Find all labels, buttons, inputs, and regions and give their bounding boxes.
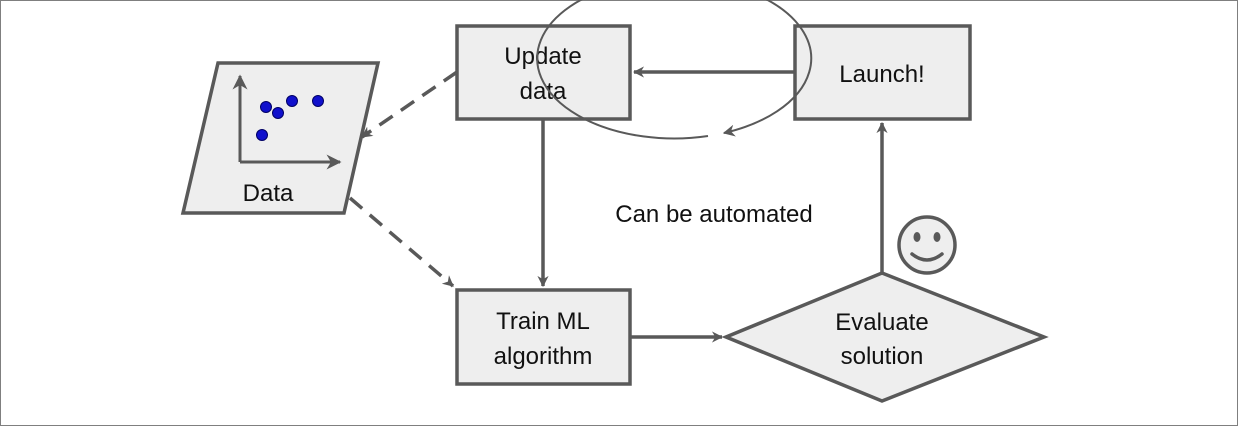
update-data-label-line1: Update xyxy=(504,43,581,70)
data-node: Data xyxy=(180,61,381,215)
automation-cycle: Can be automated xyxy=(536,0,813,228)
dashed-arrow-update-to-data xyxy=(361,70,458,139)
scatter-dot xyxy=(256,129,268,141)
cycle-arrow-icon xyxy=(536,0,813,140)
automated-label: Can be automated xyxy=(615,201,812,228)
scatter-dot xyxy=(312,95,324,107)
data-parallelogram xyxy=(180,61,381,215)
scatter-dot xyxy=(286,95,298,107)
launch-label: Launch! xyxy=(839,61,924,88)
train-ml-label-line2: algorithm xyxy=(494,343,593,370)
launch-node: Launch! xyxy=(793,24,972,121)
train-ml-label-line1: Train ML xyxy=(496,308,590,335)
smiley-face-icon xyxy=(897,215,957,275)
dashed-arrow-data-to-train xyxy=(348,196,455,288)
evaluate-node: Evaluate solution xyxy=(721,271,1049,403)
train-ml-node: Train ML algorithm xyxy=(455,288,632,386)
evaluate-label-line1: Evaluate xyxy=(835,309,928,336)
update-data-box xyxy=(455,24,632,121)
evaluate-label-line2: solution xyxy=(841,343,924,370)
scatter-plot-icon xyxy=(232,74,342,170)
scatter-dot xyxy=(272,107,284,119)
scatter-dot xyxy=(260,101,272,113)
data-label: Data xyxy=(243,180,294,207)
update-data-node: Update data xyxy=(455,24,632,121)
evaluate-diamond xyxy=(721,271,1049,403)
